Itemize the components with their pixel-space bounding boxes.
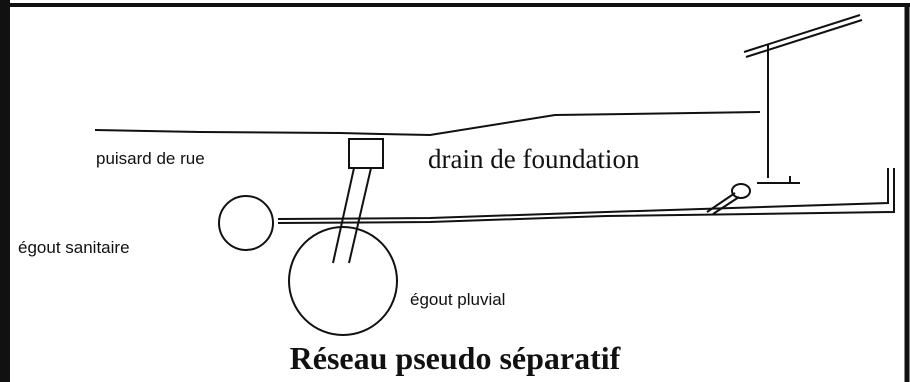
label-egout-sanitaire: égout sanitaire	[18, 238, 130, 257]
roof-line-inner	[745, 19, 863, 58]
roof-line	[743, 14, 861, 53]
catch-basin	[348, 138, 384, 169]
ground-line	[94, 111, 761, 137]
sanitary-pipe-bottom	[277, 168, 895, 224]
label-drain-foundation: drain de foundation	[428, 144, 640, 174]
diagram-title: Réseau pseudo séparatif	[289, 340, 621, 376]
label-puisard: puisard de rue	[96, 149, 205, 168]
storm-sewer-circle	[288, 226, 398, 336]
foundation-drain-branch-b	[712, 196, 740, 215]
storm-connection-b	[348, 167, 372, 264]
sanitary-sewer-circle	[218, 195, 274, 251]
sanitary-pipe-top	[277, 168, 889, 220]
foundation-drain-branch-a	[706, 192, 736, 213]
storm-connection-a	[332, 167, 355, 264]
label-egout-pluvial: égout pluvial	[410, 290, 506, 309]
foundation-drain-trap	[731, 183, 751, 199]
left-border	[0, 0, 10, 382]
